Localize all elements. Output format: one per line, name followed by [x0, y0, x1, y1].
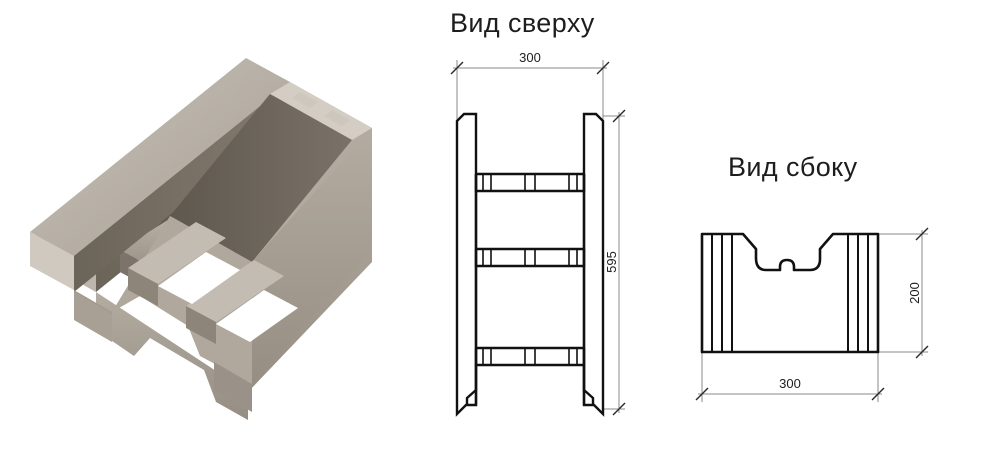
side-view-profile	[700, 232, 880, 354]
dim-label-300-bottom: 300	[779, 376, 801, 391]
tick-left-300b	[695, 387, 709, 401]
front-lower-right	[214, 362, 252, 412]
slab-front-edge	[30, 232, 74, 290]
tab-2	[324, 110, 350, 126]
dim-label-200: 200	[907, 282, 922, 304]
top-view-drawing: 300 595	[450, 50, 626, 417]
wall-top-tabs	[292, 92, 350, 126]
wall-grooves	[711, 234, 869, 352]
rib-2-box	[474, 249, 586, 268]
top-view-outline	[455, 112, 605, 417]
dim-label-300-top: 300	[519, 50, 541, 65]
rib-b-face	[186, 306, 216, 344]
tick-top-200	[915, 227, 929, 241]
left-side-wall	[455, 112, 478, 417]
side-view-drawing: 200 300	[695, 227, 929, 402]
front-lower-left	[74, 292, 112, 342]
rib-divisions	[482, 174, 578, 365]
tick-bot-595	[612, 402, 626, 416]
rib-b-top	[186, 260, 284, 322]
rib-a-face	[128, 268, 158, 306]
front-wall-face	[96, 292, 248, 420]
side-view-dimension-lines	[695, 227, 929, 402]
tick-right-300	[596, 61, 610, 75]
tick-bot-200	[915, 345, 929, 359]
rib-1-box	[474, 174, 586, 193]
top-view-title: Вид сверху	[450, 8, 595, 38]
slab-top-face	[30, 58, 290, 256]
rib-3-box	[474, 348, 586, 367]
tab-1	[292, 92, 318, 108]
side-view-panel: Вид сбоку 200 300	[680, 0, 1000, 450]
top-view-dimension-lines	[450, 60, 626, 416]
rib-a-top	[128, 222, 226, 284]
side-profile	[700, 232, 880, 354]
slab-inner-face	[74, 82, 290, 292]
void-a	[158, 252, 240, 304]
block-detailed	[30, 58, 372, 412]
block-3d-render	[30, 58, 372, 420]
bottom-left-step	[465, 365, 478, 405]
bottom-right-step	[582, 365, 595, 405]
product-photo-panel	[0, 0, 420, 450]
main-wall-inner	[170, 94, 352, 262]
tick-top-595	[612, 109, 626, 123]
tick-right-300b	[871, 387, 885, 401]
tick-left-300	[450, 61, 464, 75]
top-view-panel: Вид сверху 300 595	[420, 0, 680, 450]
right-side-wall	[582, 112, 605, 417]
void-b	[216, 290, 298, 342]
dim-label-595: 595	[604, 251, 619, 273]
side-view-title: Вид сбоку	[728, 152, 858, 182]
main-wall-outer	[252, 128, 372, 384]
